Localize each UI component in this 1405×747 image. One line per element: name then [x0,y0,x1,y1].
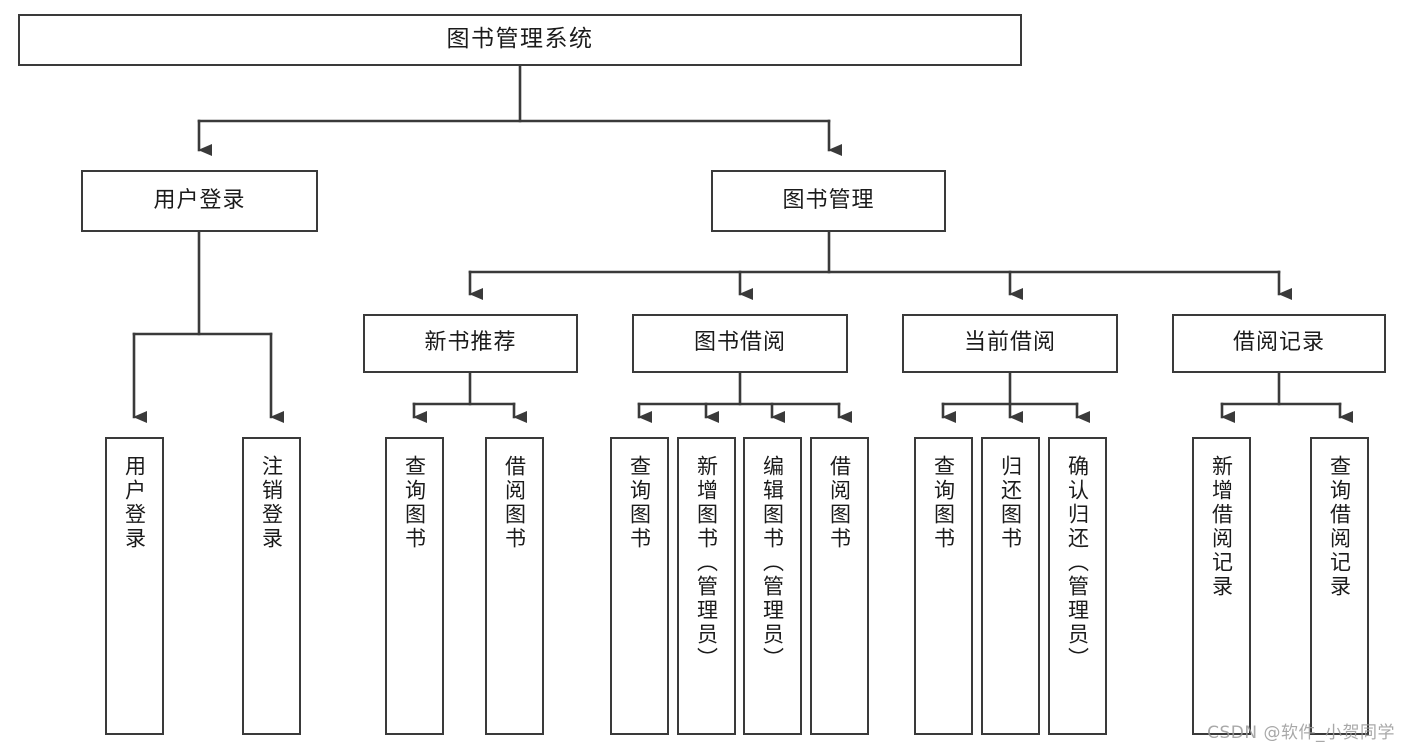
leaf-book-borrow-borrow[interactable]: 借阅图书 [810,437,869,735]
node-label: 新书推荐 [424,330,517,356]
node-label: 用户登录 [153,187,246,213]
leaf-current-borrow-query[interactable]: 查询图书 [914,437,973,735]
node-label: 注销登录 [259,455,284,551]
leaf-book-borrow-query[interactable]: 查询图书 [610,437,669,735]
leaf-borrow-record-add[interactable]: 新增借阅记录 [1192,437,1251,735]
node-label: 查询图书 [402,455,427,551]
leaf-book-borrow-add[interactable]: 新增图书（管理员） [677,437,736,735]
node-label: 借阅图书 [502,455,527,551]
leaf-new-book-borrow[interactable]: 借阅图书 [485,437,544,735]
leaf-user-login-signin[interactable]: 用户登录 [105,437,164,735]
leaf-book-borrow-edit[interactable]: 编辑图书（管理员） [743,437,802,735]
leaf-user-login-signout[interactable]: 注销登录 [242,437,301,735]
node-new-book-recommend[interactable]: 新书推荐 [363,314,578,373]
leaf-new-book-query[interactable]: 查询图书 [385,437,444,735]
node-label: 归还图书 [998,455,1023,551]
node-label: 借阅记录 [1232,330,1325,356]
node-book-borrow[interactable]: 图书借阅 [632,314,848,373]
csdn-watermark: CSDN @软件_小贺同学 [1207,723,1395,743]
node-user-login[interactable]: 用户登录 [81,170,318,232]
node-label: 图书管理系统 [446,26,594,53]
node-current-borrow[interactable]: 当前借阅 [902,314,1118,373]
node-label: 新增借阅记录 [1209,455,1234,599]
node-label: 当前借阅 [963,330,1056,356]
leaf-current-borrow-confirm-return[interactable]: 确认归还（管理员） [1048,437,1107,735]
leaf-borrow-record-query[interactable]: 查询借阅记录 [1310,437,1369,735]
node-root-system[interactable]: 图书管理系统 [18,14,1022,66]
node-label: 新增图书（管理员） [694,455,719,671]
node-label: 确认归还（管理员） [1065,455,1090,671]
leaf-current-borrow-return[interactable]: 归还图书 [981,437,1040,735]
node-borrow-record[interactable]: 借阅记录 [1172,314,1386,373]
node-label: 查询图书 [931,455,956,551]
node-label: 查询借阅记录 [1327,455,1352,599]
node-label: 查询图书 [627,455,652,551]
node-label: 图书借阅 [693,330,786,356]
node-label: 借阅图书 [827,455,852,551]
node-label: 编辑图书（管理员） [760,455,785,671]
node-book-management[interactable]: 图书管理 [711,170,946,232]
node-label: 用户登录 [122,455,147,551]
node-label: 图书管理 [782,187,875,213]
